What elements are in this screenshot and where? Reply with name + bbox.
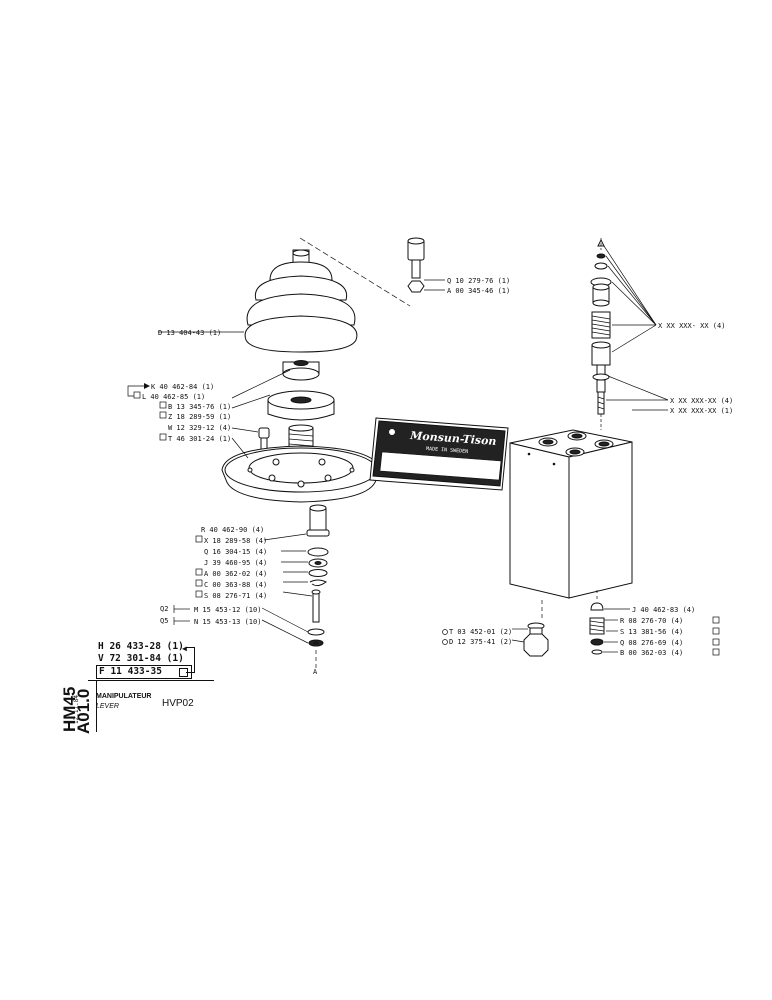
box-icon: [195, 579, 203, 587]
divider: [88, 680, 214, 681]
box-icon: [195, 590, 203, 598]
label-s08276: S 08 276-71 (4): [204, 592, 267, 600]
boot-centre-line: [299, 237, 411, 307]
name-en: LEVER: [96, 703, 119, 710]
label-a00345: A 00 345-46 (1): [447, 287, 510, 295]
arrow-left-icon: ◀: [182, 644, 187, 653]
label-q5: Q5: [160, 617, 168, 625]
washer-part: [308, 558, 328, 568]
label-m15453: M 15 453-12 (10): [194, 606, 261, 614]
valve-block-part: [509, 429, 633, 599]
spring-part: [591, 311, 611, 339]
part-labels: Q 10 279-76 (1) A 00 345-46 (1) D 13 404…: [133, 277, 733, 676]
guide-bushing-part: [306, 504, 330, 537]
box-icon: [195, 535, 203, 543]
rubber-boot-part: [244, 249, 358, 353]
divider: [96, 680, 97, 732]
box-icon: [159, 401, 167, 409]
bracket-arrow: [186, 647, 195, 673]
lever-pin-part: [407, 237, 425, 293]
label-b00362: B 00 362-03 (4): [620, 649, 683, 657]
label-b13345: B 13 345-76 (1): [168, 403, 231, 411]
bottom-fitting-part: [523, 622, 549, 657]
circle-minus-icon: [442, 639, 448, 645]
label-j39460: J 39 460-95 (4): [204, 559, 267, 567]
name-fr: MANIPULATEUR: [96, 693, 152, 700]
label-n15453: N 15 453-13 (10): [194, 618, 261, 626]
leader-lines: [603, 245, 669, 411]
reference-table: H 26 433-28 (1) V 72 301-84 (1) F 11 433…: [73, 640, 214, 732]
label-xx4b: X XX XXX-XX (4): [670, 397, 733, 405]
label-r08276: R 08 276-70 (4): [620, 617, 683, 625]
label-q2: Q2: [160, 605, 168, 613]
part-code: HVP02: [162, 698, 194, 709]
label-w12329: W 12 329-12 (4): [168, 424, 231, 432]
box-icon: [195, 568, 203, 576]
label-t03452: T 03 452-01 (2): [449, 628, 512, 636]
circlip-part: [309, 579, 327, 587]
circle-minus-icon: [442, 629, 448, 635]
lower-valve-parts: [589, 602, 605, 655]
label-xx1: X XX XXX-XX (1): [670, 407, 733, 415]
label-arrow-a: A: [313, 668, 318, 676]
nameplate-made-in: MADE IN SWEDEN: [426, 446, 468, 455]
label-q16304: Q 16 304-15 (4): [204, 548, 267, 556]
box-icon: [159, 433, 167, 441]
retaining-ring-part: [308, 569, 328, 577]
ref-box: F 11 433-35: [96, 665, 192, 679]
ref-v72301: V 72 301-84 (1): [98, 653, 184, 664]
box-icon: [712, 627, 720, 635]
label-c00363: C 00 363-88 (4): [204, 581, 267, 589]
ref-f11433: F 11 433-35: [99, 666, 162, 677]
bracket-k-l: [127, 383, 150, 397]
label-q08276: Q 08 276-69 (4): [620, 639, 683, 647]
nameplate-brand: Monsun-Tison: [409, 429, 497, 448]
label-a00362: A 00 362-02 (4): [204, 570, 267, 578]
label-k40462: K 40 462-84 (1): [151, 383, 214, 391]
box-icon: [133, 391, 141, 399]
label-d12375: D 12 375-41 (2): [449, 638, 512, 646]
label-s13381: S 13 381-56 (4): [620, 628, 683, 636]
shim-part: [307, 628, 325, 647]
label-l40462: L 40 462-85 (1): [142, 393, 205, 401]
support-cup-part: [267, 390, 335, 421]
o-ring-part: [307, 547, 329, 557]
screw-small-icon: [173, 605, 190, 613]
base-plate-part: [221, 445, 381, 503]
sheet-rotated: A01.0: [74, 688, 93, 734]
label-t46301: T 46 301-24 (1): [168, 435, 231, 443]
label-xx4a: X XX XXX- XX (4): [658, 322, 725, 330]
box-icon: [712, 638, 720, 646]
label-r40462: R 40 462-90 (4): [201, 526, 264, 534]
valve-cartridge-part: [590, 238, 612, 430]
label-j40462: J 40 462-83 (4): [632, 606, 695, 614]
nameplate-part: Monsun-Tison MADE IN SWEDEN: [369, 417, 509, 491]
box-icon: [159, 411, 167, 419]
label-x18289: X 18 289-58 (4): [204, 537, 267, 545]
box-icon: [712, 648, 720, 656]
sheet-strip: A01.0: [72, 672, 98, 742]
screw-small-icon: [173, 617, 190, 625]
label-d13404: D 13 404-43 (1): [158, 329, 221, 337]
upper-bearing-part: [282, 360, 320, 381]
plunger-rod-part: [311, 589, 321, 623]
label-z18289: Z 18 289-59 (1): [168, 413, 231, 421]
ref-h26433: H 26 433-28 (1): [98, 641, 184, 652]
box-icon: [712, 616, 720, 624]
label-q10: Q 10 279-76 (1): [447, 277, 510, 285]
